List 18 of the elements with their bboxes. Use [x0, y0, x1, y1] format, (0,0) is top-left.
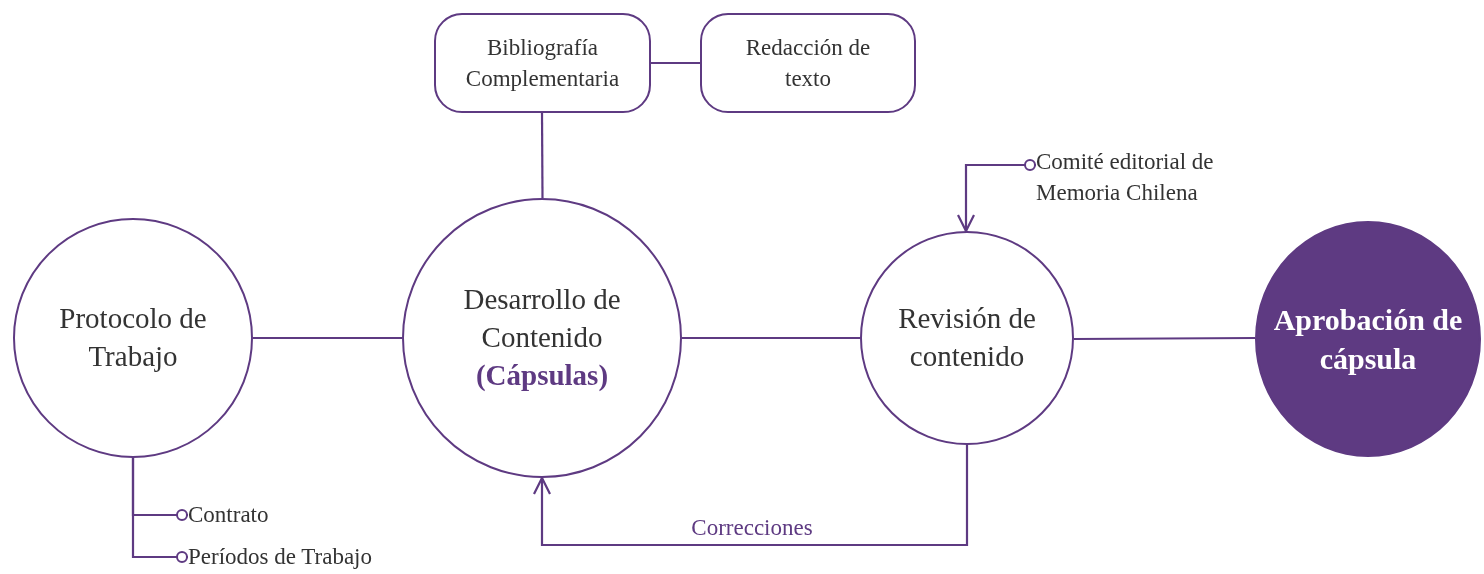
node-label: Aprobación de cápsula — [1272, 302, 1464, 377]
connector-line — [540, 113, 544, 198]
node-label: Desarrollo de Contenido (Cápsulas) — [462, 282, 622, 393]
node-label: Bibliografía Complementaria — [464, 33, 621, 93]
arrow — [532, 445, 969, 547]
connector-line — [682, 336, 860, 340]
side-note: Contrato — [188, 501, 269, 530]
arrow — [956, 159, 1036, 233]
node-label: Redacción de texto — [744, 33, 872, 93]
side-note: Períodos de Trabajo — [188, 543, 372, 572]
rounded-box — [700, 13, 916, 113]
side-note: Comité editorial de Memoria Chilena — [1036, 147, 1215, 207]
node-label: Protocolo de Trabajo — [58, 301, 208, 374]
rounded-box — [434, 13, 651, 113]
node-label: Revisión de contenido — [897, 301, 1037, 374]
connector-line — [1074, 336, 1255, 341]
connector-line — [651, 61, 700, 65]
connector-line — [253, 336, 402, 340]
